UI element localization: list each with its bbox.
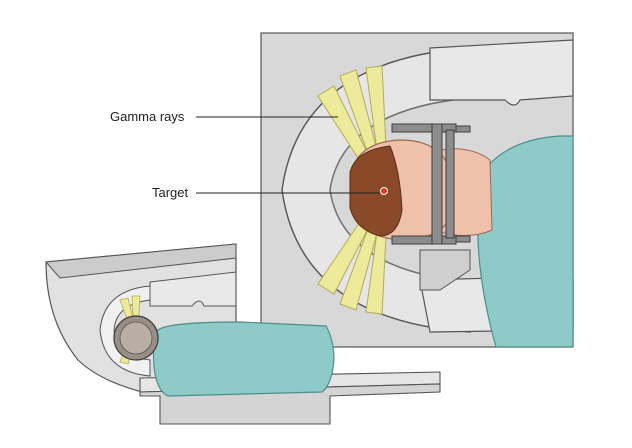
- gantry-top: [44, 243, 237, 279]
- target-point: [380, 187, 388, 195]
- full-helmet-mesh: [119, 321, 153, 355]
- gantry-upper-block: [149, 271, 237, 307]
- gantry-bore: [99, 285, 151, 377]
- target-label: Target: [152, 185, 189, 200]
- housing-bottom-step: [419, 249, 471, 291]
- inset-closeup: [260, 32, 574, 348]
- head-frame: [391, 123, 471, 245]
- inset-blanket: [477, 135, 574, 348]
- housing-top: [429, 39, 574, 106]
- full-view: [44, 243, 441, 425]
- gamma-rays-label: Gamma rays: [110, 109, 185, 124]
- inset-hair: [349, 145, 403, 237]
- ring-inner-rim: [329, 97, 471, 283]
- full-blanket: [152, 321, 335, 397]
